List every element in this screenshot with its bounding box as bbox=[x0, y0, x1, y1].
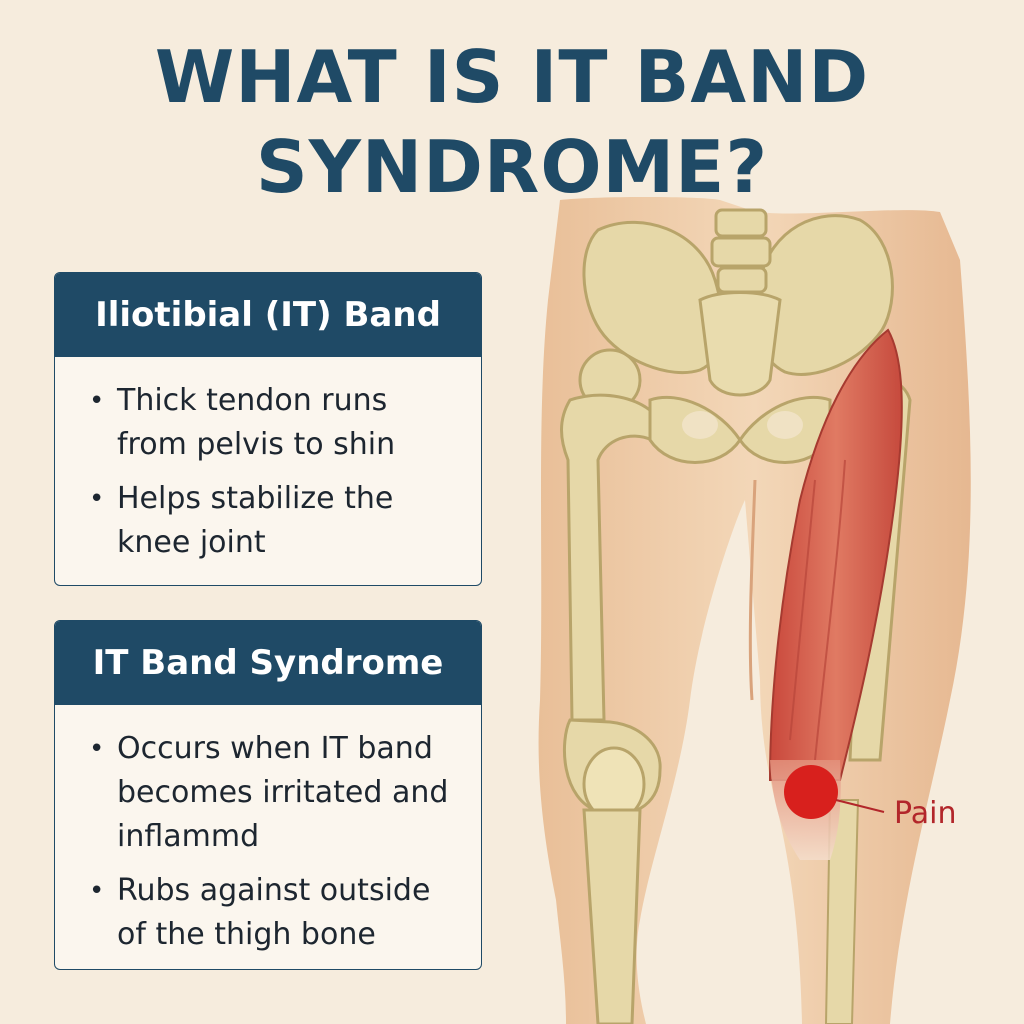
title-line-2: SYNDROME? bbox=[255, 125, 769, 209]
pain-spot-marker bbox=[784, 765, 838, 819]
it-band-bullet-1: • Thick tendon runs from pelvis to shin bbox=[85, 379, 461, 467]
bullet-dot-icon: • bbox=[89, 876, 105, 906]
it-band-bullet-2: • Helps stabilize the knee joint bbox=[85, 477, 461, 565]
syndrome-card-heading: IT Band Syndrome bbox=[55, 621, 481, 705]
bullet-text: Helps stabilize the knee joint bbox=[117, 481, 394, 560]
syndrome-bullet-2: • Rubs against outside of the thigh bone bbox=[85, 869, 461, 957]
syndrome-bullet-1: • Occurs when IT band becomes irritated … bbox=[85, 727, 461, 859]
bullet-text: Rubs against outside of the thigh bone bbox=[117, 873, 431, 952]
it-band-card-heading: Iliotibial (IT) Band bbox=[55, 273, 481, 357]
bullet-text: Thick tendon runs from pelvis to shin bbox=[117, 383, 396, 462]
pelvis-bones bbox=[582, 208, 894, 464]
left-leg-bones bbox=[560, 348, 662, 1024]
pain-label: Pain bbox=[894, 796, 957, 831]
pain-pointer-line bbox=[835, 799, 885, 813]
it-band-syndrome-card: IT Band Syndrome • Occurs when IT band b… bbox=[54, 620, 482, 970]
it-band-info-card: Iliotibial (IT) Band • Thick tendon runs… bbox=[54, 272, 482, 586]
title-line-1: WHAT IS IT BAND bbox=[154, 35, 870, 119]
page-title: WHAT IS IT BAND SYNDROME? bbox=[0, 32, 1024, 212]
bullet-dot-icon: • bbox=[89, 484, 105, 514]
bullet-dot-icon: • bbox=[89, 386, 105, 416]
bullet-dot-icon: • bbox=[89, 734, 105, 764]
bullet-text: Occurs when IT band becomes irritated an… bbox=[117, 731, 449, 854]
